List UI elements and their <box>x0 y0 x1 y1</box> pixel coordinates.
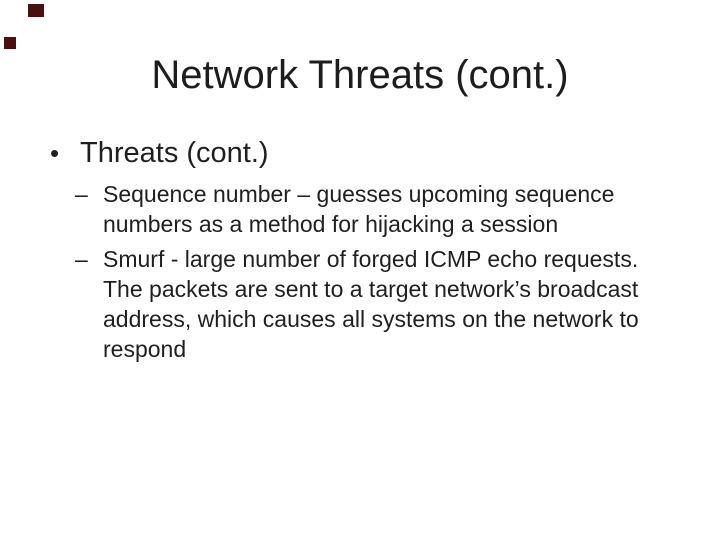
decor-square-left <box>4 37 16 49</box>
slide-title: Network Threats (cont.) <box>151 53 569 97</box>
sub-bullet-item: – Sequence number – guesses upcoming seq… <box>75 179 675 239</box>
sub-bullet-line: address, which causes all systems on the… <box>103 306 639 332</box>
sub-bullet-line: respond <box>103 336 187 362</box>
sub-bullet-line: Sequence number – guesses upcoming seque… <box>103 181 615 207</box>
sub-bullet-list: – Sequence number – guesses upcoming seq… <box>75 179 675 364</box>
dash-marker: – <box>75 246 88 272</box>
decor-square-top <box>28 4 44 17</box>
sub-bullet-lines: Sequence number – guesses upcoming seque… <box>103 179 675 239</box>
bullet-text: Threats (cont.) <box>80 137 269 169</box>
sub-bullet-lines: Smurf - large number of forged ICMP echo… <box>103 244 675 364</box>
sub-bullet-line: numbers as a method for hijacking a sess… <box>103 211 559 237</box>
dash-marker: – <box>75 181 88 207</box>
bullet-dot-marker: • <box>50 138 60 168</box>
sub-bullet-item: – Smurf - large number of forged ICMP ec… <box>75 244 675 364</box>
bullet-row: • Threats (cont.) <box>50 136 269 170</box>
sub-bullet-line: The packets are sent to a target network… <box>103 276 639 302</box>
sub-bullet-line: Smurf - large number of forged ICMP echo… <box>103 246 639 272</box>
